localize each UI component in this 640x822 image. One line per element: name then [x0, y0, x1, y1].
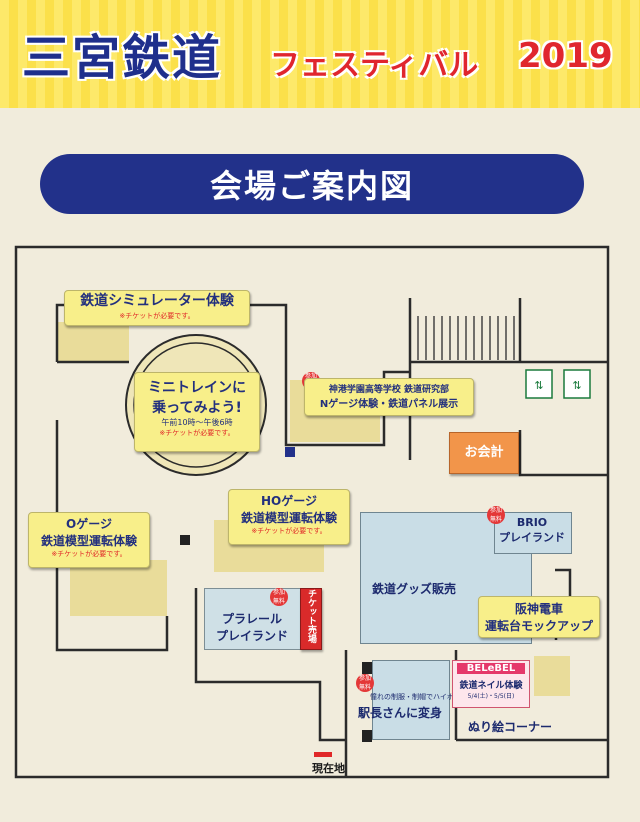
- elevator-icon: [563, 369, 591, 399]
- title-sub: フェスティバル: [270, 48, 479, 83]
- station-master-platform: [372, 660, 450, 740]
- ticket-booth-text: チケット売場: [306, 589, 316, 643]
- mini-train-line1: ミニトレインに: [148, 380, 246, 396]
- simulator-title: 鉄道シミュレーター体験: [80, 293, 234, 309]
- ho-gauge-note: ※チケットが必要です。: [251, 527, 327, 535]
- jinko-line2: Nゲージ体験・鉄道パネル展示: [319, 399, 459, 410]
- header-band: 三宮鉄道 フェスティバル 2019: [0, 0, 640, 108]
- ho-gauge-line2: 鉄道模型運転体験: [240, 511, 337, 525]
- o-gauge-line2: 鉄道模型運転体験: [40, 534, 137, 548]
- plarail-free-badge: 参加 無料: [270, 588, 288, 606]
- title-main: 三宮鉄道: [22, 30, 223, 86]
- title-year: 2019: [518, 36, 613, 76]
- belebel-sub: 鉄道ネイル体験: [459, 681, 523, 691]
- hanshin-line2: 運転台モックアップ: [484, 619, 593, 633]
- o-gauge-platform: [70, 560, 167, 616]
- brio-line1: BRIO: [516, 516, 548, 529]
- jinko-line1: 神港学園高等学校 鉄道研究部: [328, 385, 450, 395]
- o-gauge-line1: Oゲージ: [66, 517, 112, 531]
- o-gauge-label: Oゲージ 鉄道模型運転体験 ※チケットが必要です。: [28, 512, 150, 568]
- belebel-card: BELeBEL 鉄道ネイル体験 5/4(土)・5/5(日): [452, 660, 530, 708]
- svg-text:⇅: ⇅: [534, 379, 543, 392]
- brio-line2: プレイランド: [499, 531, 565, 544]
- o-gauge-note: ※チケットが必要です。: [51, 550, 127, 558]
- checkout-label: お会計: [449, 432, 519, 474]
- hanshin-platform: [534, 656, 570, 696]
- current-location-label: 現在地: [312, 762, 345, 775]
- hanshin-line1: 阪神電車: [514, 602, 563, 616]
- plarail-line1: プラレール: [221, 612, 282, 626]
- station-master-free-badge: 参加 無料: [356, 674, 374, 692]
- map-title: 会場ご案内図: [209, 167, 414, 205]
- plarail-line2: プレイランド: [215, 629, 288, 643]
- ho-gauge-label: HOゲージ 鉄道模型運転体験 ※チケットが必要です。: [228, 489, 350, 545]
- plarail-label: プラレール プレイランド: [204, 610, 300, 644]
- mini-train-hours: 午前10時～午後6時: [161, 418, 233, 427]
- ticket-booth-label: チケット売場: [300, 588, 322, 650]
- mini-train-note: ※チケットが必要です。: [159, 429, 235, 437]
- belebel-date: 5/4(土)・5/5(日): [467, 693, 515, 700]
- elevator-icon: [525, 369, 553, 399]
- svg-text:⇅: ⇅: [572, 379, 581, 392]
- simulator-platform: [57, 322, 129, 362]
- simulator-note: ※チケットが必要です。: [119, 312, 195, 320]
- coloring-label: ぬり絵コーナー: [468, 720, 553, 734]
- jinko-label: 神港学園高等学校 鉄道研究部 Nゲージ体験・鉄道パネル展示: [304, 378, 474, 416]
- checkout-text: お会計: [464, 445, 504, 460]
- hanshin-label: 阪神電車 運転台モックアップ: [478, 596, 600, 638]
- simulator-label: 鉄道シミュレーター体験 ※チケットが必要です。: [64, 290, 250, 326]
- mini-train-label: ミニトレインに 乗ってみよう! 午前10時～午後6時 ※チケットが必要です。: [134, 372, 260, 452]
- ho-gauge-line1: HOゲージ: [260, 494, 317, 508]
- map-title-banner: 会場ご案内図: [40, 154, 584, 214]
- brio-label: BRIO プレイランド: [496, 516, 568, 545]
- belebel-logo: BELeBEL: [457, 663, 525, 674]
- station-master-label: 駅長さんに変身: [358, 706, 443, 720]
- goods-label: 鉄道グッズ販売: [372, 582, 457, 596]
- current-location-mark: [314, 752, 332, 757]
- mini-train-line2: 乗ってみよう!: [152, 400, 242, 416]
- station-master-sub: 憧れの制服・制帽でハイポーズ!: [370, 693, 471, 701]
- brio-free-badge: 参加 無料: [487, 506, 505, 524]
- brio-platform: [494, 512, 572, 554]
